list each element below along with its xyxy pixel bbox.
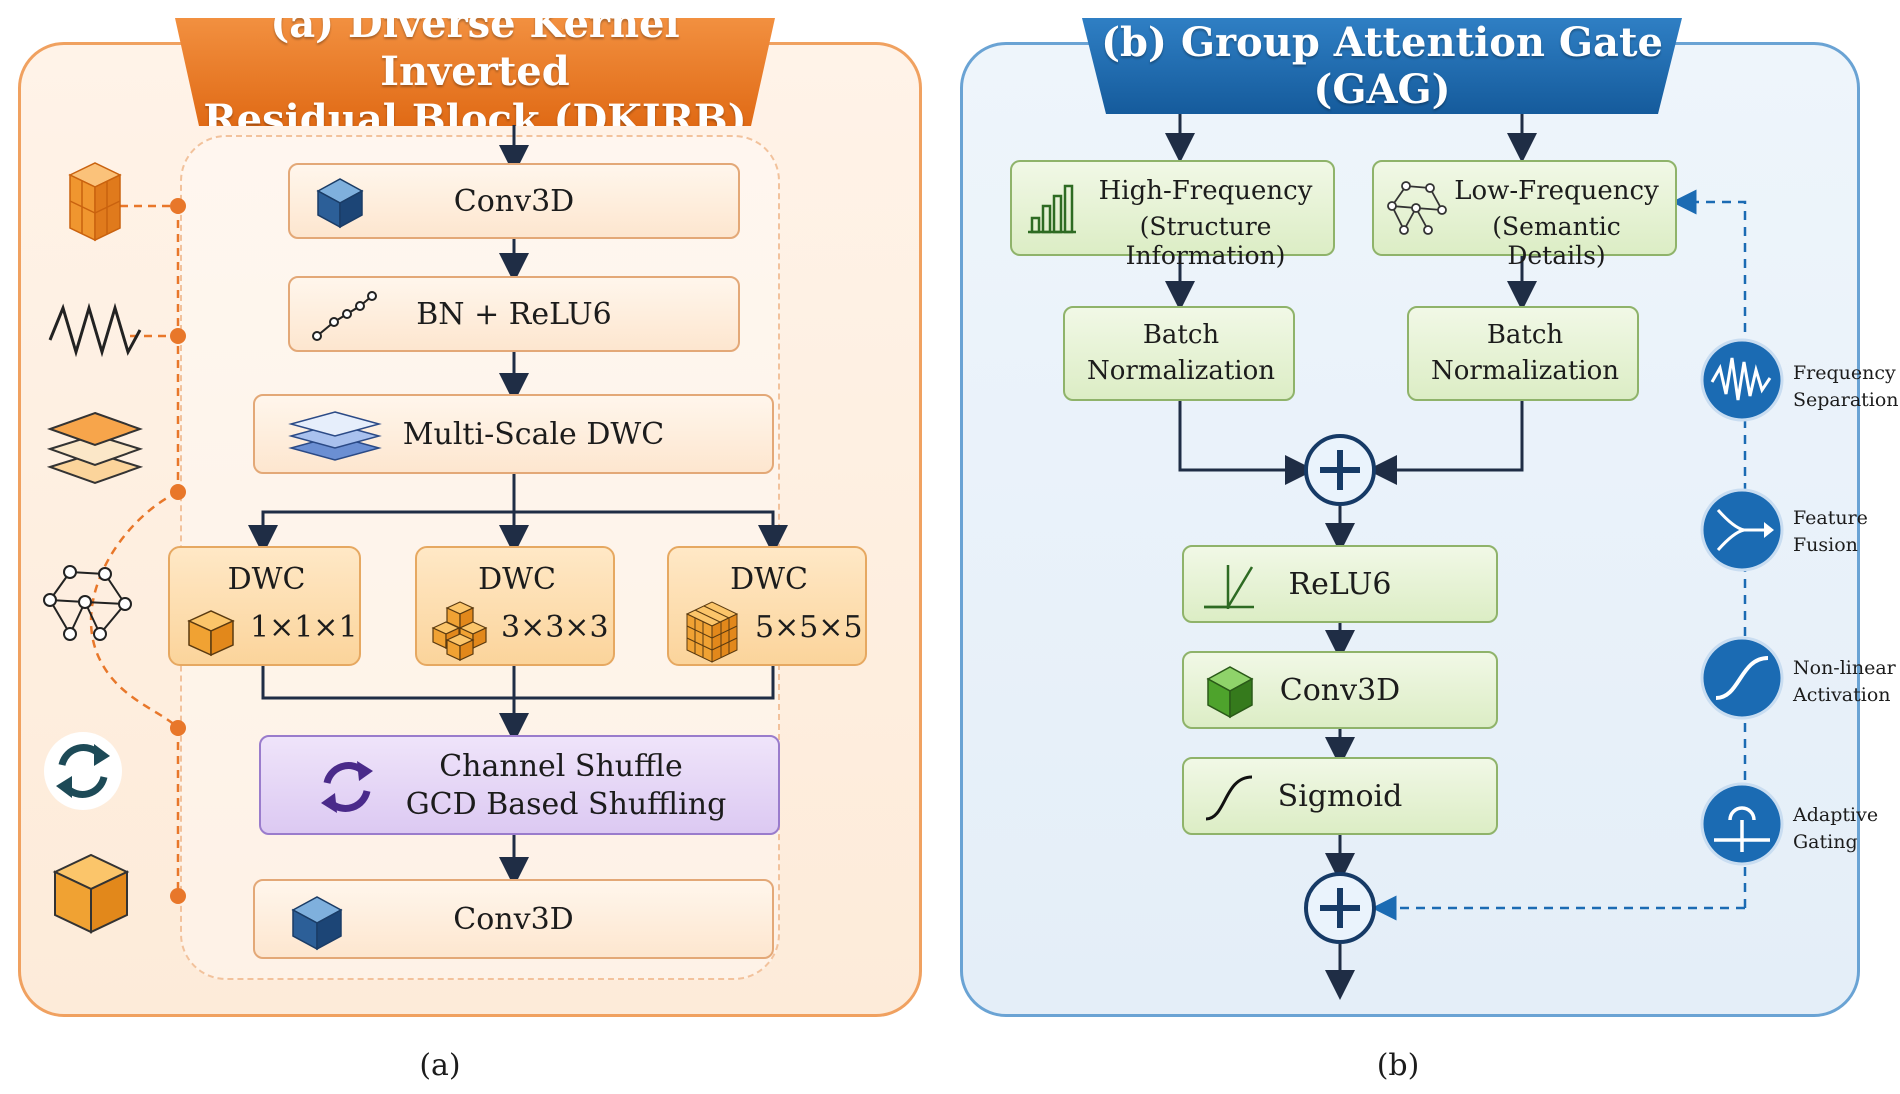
gate-icon <box>1700 782 1784 866</box>
batch-norm-right-block: Batch Normalization <box>1407 306 1639 401</box>
conv3d-top-label: Conv3D <box>453 183 575 219</box>
shuffle-subtitle: GCD Based Shuffling <box>405 787 727 822</box>
cube-cluster-5-icon <box>685 601 739 663</box>
sum-node-top <box>1304 434 1376 506</box>
conv3d-top-block: Conv3D <box>288 163 740 239</box>
sum-node-bottom <box>1304 872 1376 944</box>
graph-network-icon <box>43 565 132 641</box>
dwc-1-label: DWC <box>227 562 306 597</box>
batch-norm-right-line2: Normalization <box>1431 356 1619 386</box>
shuffle-cycle-icon <box>321 761 373 813</box>
sigmoid-block: Sigmoid <box>1182 757 1498 835</box>
sigmoid-curve-icon <box>1205 775 1253 821</box>
high-frequency-title: High-Frequency <box>1098 176 1313 206</box>
graph-nodes-icon <box>1387 181 1447 235</box>
relu-graph-icon <box>1204 565 1254 609</box>
dwc-1-kernel: 1×1×1 <box>250 610 358 645</box>
conv3d-bottom-label: Conv3D <box>453 901 574 937</box>
cube-icon <box>52 853 130 934</box>
panel-b-title: (b) Group Attention Gate (GAG) <box>1082 18 1682 114</box>
low-frequency-title: Low-Frequency <box>1454 176 1659 206</box>
waveform-icon <box>1700 338 1784 422</box>
dwc-5-kernel: 5×5×5 <box>755 610 863 645</box>
batch-norm-left-block: Batch Normalization <box>1063 306 1295 401</box>
refresh-cycle-icon <box>44 732 122 810</box>
cube-stack-icon <box>68 162 122 242</box>
stacked-planes-icon <box>288 411 382 461</box>
batch-norm-left-line1: Batch <box>1142 320 1220 350</box>
relu6-block: ReLU6 <box>1182 545 1498 623</box>
low-frequency-block: Low-Frequency (Semantic Details) <box>1372 160 1677 270</box>
dwc-3-kernel: 3×3×3 <box>501 610 609 645</box>
bar-chart-icon <box>1028 184 1076 234</box>
merge-arrows-icon <box>1700 488 1784 572</box>
blue-cube-icon <box>316 178 364 229</box>
bn-relu-label: BN + ReLU6 <box>416 296 612 332</box>
low-frequency-subtitle: (Semantic Details) <box>1492 212 1621 270</box>
high-frequency-block: High-Frequency (Structure Information) <box>1010 160 1335 270</box>
shuffle-title: Channel Shuffle <box>439 749 683 784</box>
conv3d-bottom-block: Conv3D <box>253 879 774 959</box>
channel-shuffle-block: Channel Shuffle GCD Based Shuffling <box>259 735 780 835</box>
dwc-1x1x1-block: DWC 1×1×1 <box>168 546 361 666</box>
layers-icon <box>46 411 144 485</box>
dwc-3-label: DWC <box>478 562 556 597</box>
multiscale-dwc-label: Multi-Scale DWC <box>402 416 665 452</box>
s-curve-icon <box>1700 636 1784 720</box>
activation-curve-icon <box>312 291 377 341</box>
sine-wave-icon <box>48 302 142 358</box>
dwc-3x3x3-block: DWC 3×3×3 <box>415 546 615 666</box>
batch-norm-right-line1: Batch <box>1486 320 1564 350</box>
dwc-5x5x5-block: DWC 5×5×5 <box>667 546 867 666</box>
batch-norm-left-line2: Normalization <box>1087 356 1275 386</box>
dwc-5-label: DWC <box>730 562 808 597</box>
green-cube-icon <box>1206 666 1254 719</box>
relu6-label: ReLU6 <box>1288 566 1392 602</box>
cube-cluster-3-icon <box>431 601 488 661</box>
high-frequency-subtitle: (Structure Information) <box>1125 212 1286 270</box>
panel-a-caption: (a) <box>419 1048 461 1083</box>
multiscale-dwc-block: Multi-Scale DWC <box>253 394 774 474</box>
conv3d-gag-label: Conv3D <box>1279 672 1401 708</box>
sigmoid-label: Sigmoid <box>1277 778 1403 814</box>
panel-b-caption: (b) <box>1376 1048 1420 1083</box>
conv3d-gag-block: Conv3D <box>1182 651 1498 729</box>
blue-cube-bottom-icon <box>291 896 343 951</box>
small-cube-icon <box>187 610 235 657</box>
bn-relu-block: BN + ReLU6 <box>288 276 740 352</box>
